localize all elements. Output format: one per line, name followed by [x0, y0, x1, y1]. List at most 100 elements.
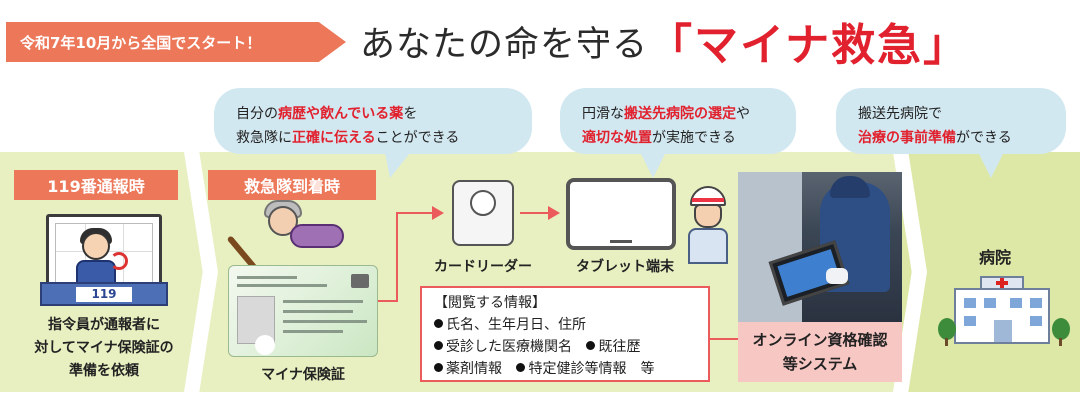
card-reader-label: カードリーダー — [434, 259, 532, 275]
tablet-label: タブレット端末 — [576, 259, 674, 275]
benefit-callout-3: 搬送先病院で 治療の事前準備ができる — [836, 88, 1066, 154]
card-text-line — [237, 284, 327, 287]
bullet-icon — [516, 363, 526, 372]
card-text-line — [283, 330, 343, 333]
callout-text: 自分の — [236, 106, 278, 122]
connector-line — [396, 212, 398, 302]
callout-emphasis: 正確に伝える — [292, 130, 376, 146]
tree-icon — [1052, 318, 1070, 340]
photo-glove — [826, 268, 848, 284]
benefit-callout-2: 円滑な搬送先病院の選定や 適切な処置が実施できる — [560, 88, 796, 154]
callout-text: 円滑な — [582, 106, 624, 122]
hospital-window — [1010, 298, 1022, 308]
callout-3-line-2: 治療の事前準備ができる — [858, 126, 1044, 150]
hospital-window — [1030, 298, 1042, 308]
info-item-text: 既往歴 — [598, 339, 641, 355]
title-emphasis: 「マイナ救急」 — [648, 20, 970, 71]
dispatcher-caption-line-1: 指令員が通報者に — [48, 317, 160, 333]
start-date-text: 令和7年10月から全国でスタート！ — [20, 33, 262, 52]
paramedic-icon — [694, 204, 722, 228]
callout-1-line-1: 自分の病歴や飲んでいる薬を — [236, 102, 510, 126]
tree-trunk — [945, 338, 948, 346]
callout-2-line-2: 適切な処置が実施できる — [582, 126, 774, 150]
callout-text: 救急隊に — [236, 130, 292, 146]
title-prefix: あなたの命を守る — [360, 24, 649, 65]
callout-emphasis: 病歴や飲んでいる薬 — [278, 106, 404, 122]
callout-3-line-1: 搬送先病院で — [858, 102, 1044, 126]
bullet-icon — [434, 363, 443, 372]
hospital-zone — [902, 152, 1080, 392]
info-item-text: 受診した医療機関名 — [446, 339, 572, 355]
hospital-window — [964, 316, 976, 326]
connector-line — [396, 212, 434, 214]
connector-line — [710, 338, 738, 340]
hospital-window — [1030, 316, 1042, 326]
connector-line — [520, 212, 550, 214]
callout-text: を — [403, 106, 418, 122]
callout-emphasis: 搬送先病院の選定 — [624, 106, 736, 122]
card-text-line — [283, 310, 353, 313]
operator-icon — [82, 232, 110, 260]
bullet-icon — [586, 341, 596, 350]
patient-body — [290, 224, 344, 248]
callout-text: ができる — [956, 130, 1012, 146]
card-text-line — [283, 300, 363, 303]
hospital-icon — [954, 288, 1050, 344]
info-row: 薬剤情報 特定健診等情報 等 — [434, 358, 696, 380]
dispatch-desk: 119 — [40, 282, 168, 306]
card-text-line — [283, 320, 367, 323]
info-item: 受診した医療機関名 — [434, 336, 572, 358]
info-title: 【閲覧する情報】 — [434, 295, 546, 311]
dispatcher-caption: 指令員が通報者に 対してマイナ保険証の 準備を依頼 — [14, 314, 194, 383]
online-qualification-system: オンライン資格確認 等システム — [738, 322, 902, 382]
card-reader-icon — [452, 180, 514, 246]
info-row: 氏名、生年月日、住所 — [434, 314, 696, 336]
dispatcher-caption-line-2: 対してマイナ保険証の — [34, 340, 174, 356]
phase-label-call: 119番通報時 — [14, 170, 178, 200]
callout-text: ことができる — [375, 130, 460, 146]
callout-text: や — [736, 106, 750, 122]
callout-emphasis: 適切な処置 — [582, 130, 652, 146]
bullet-icon — [434, 341, 443, 350]
system-line-2: 等システム — [782, 355, 858, 373]
connector-line — [378, 300, 398, 302]
card-photo — [237, 296, 275, 355]
tree-trunk — [1059, 338, 1062, 346]
callout-text: が実施できる — [652, 130, 736, 146]
info-row: 受診した医療機関名 既往歴 — [434, 336, 696, 358]
tablet-home-bar — [610, 240, 632, 243]
callout-1-line-2: 救急隊に正確に伝えることができる — [236, 126, 510, 150]
card-text-line — [237, 276, 297, 279]
info-item: 氏名、生年月日、住所 — [434, 314, 586, 336]
info-item-text: 氏名、生年月日、住所 — [446, 317, 586, 333]
phase-label-arrival: 救急隊到着時 — [208, 170, 376, 200]
benefit-callout-1: 自分の病歴や飲んでいる薬を 救急隊に正確に伝えることができる — [214, 88, 532, 154]
page-title: あなたの命を守る 「マイナ救急」 — [360, 6, 969, 76]
callout-text: 搬送先病院で — [858, 106, 942, 122]
dispatcher-caption-line-3: 準備を依頼 — [69, 363, 139, 379]
bullet-icon — [434, 319, 443, 328]
hospital-label: 病院 — [978, 248, 1011, 267]
photo-cap — [830, 176, 870, 198]
start-date-banner: 令和7年10月から全国でスタート！ — [6, 22, 346, 62]
helmet-stripe — [692, 198, 724, 202]
info-item: 薬剤情報 — [434, 358, 502, 380]
paramedic-photo — [738, 172, 902, 322]
arrow-right-icon — [548, 206, 560, 220]
tablet-icon — [566, 178, 676, 250]
info-item-text: 薬剤情報 — [446, 361, 502, 377]
myna-insurance-card-icon — [228, 265, 378, 357]
paramedic-body — [688, 228, 728, 264]
arrow-right-icon — [432, 206, 444, 220]
card-label: マイナ保険証 — [261, 367, 345, 383]
headset-icon — [110, 252, 128, 270]
info-item: 特定健診等情報 等 — [516, 358, 654, 380]
callout-2-line-1: 円滑な搬送先病院の選定や — [582, 102, 774, 126]
viewed-info-box: 【閲覧する情報】 氏名、生年月日、住所 受診した医療機関名 既往歴 薬剤情報 特… — [420, 286, 710, 382]
medical-cross-icon — [994, 278, 1010, 288]
reader-sensor — [470, 190, 496, 216]
system-line-1: オンライン資格確認 — [752, 331, 888, 349]
desk-number: 119 — [76, 287, 132, 302]
hospital-window — [964, 298, 976, 308]
tree-icon — [938, 318, 956, 340]
